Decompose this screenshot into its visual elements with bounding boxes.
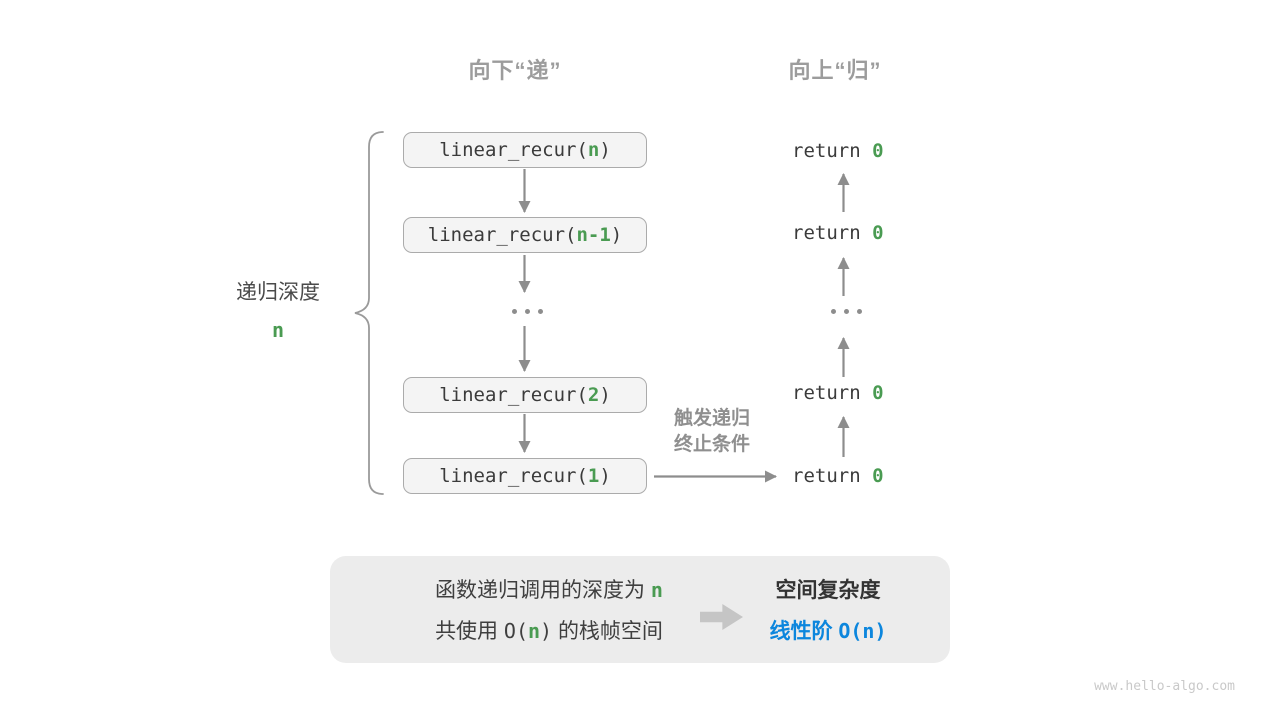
summary-big-o-value: n: [528, 619, 541, 643]
return-statement-4: return 0: [792, 464, 884, 488]
summary-line-1-value: n: [650, 578, 663, 602]
call-close-paren: ): [599, 384, 611, 406]
summary-explanation: 函数递归调用的深度为 n 共使用 O(n) 的栈帧空间: [379, 577, 719, 645]
call-close-paren: ): [610, 224, 623, 246]
return-statement-1: return 0: [792, 139, 884, 163]
dot-icon: [831, 309, 836, 314]
call-close-paren: ): [599, 139, 611, 161]
call-fn-name: linear_recur(: [439, 465, 588, 487]
dot-icon: [525, 309, 530, 314]
return-keyword: return: [792, 382, 873, 404]
summary-panel: [330, 556, 950, 663]
termination-line-1: 触发递归: [673, 408, 750, 429]
recursion-depth-text: 递归深度: [236, 281, 320, 304]
space-complexity-title: 空间复杂度: [775, 579, 881, 602]
call-fn-name: linear_recur(: [439, 384, 588, 406]
call-close-paren: ): [599, 465, 611, 487]
return-keyword: return: [792, 465, 873, 487]
watermark: www.hello-algo.com: [1094, 679, 1235, 694]
return-value: 0: [872, 465, 884, 487]
dot-icon: [512, 309, 517, 314]
return-value: 0: [872, 222, 884, 244]
header-recurse-down: 向下“递”: [468, 58, 562, 83]
return-statement-2: return 0: [792, 221, 884, 245]
ellipsis-returns: [831, 309, 862, 314]
recursion-depth-label: 递归深度 n: [220, 280, 336, 342]
return-value: 0: [872, 382, 884, 404]
call-fn-name: linear_recur(: [439, 139, 588, 161]
summary-line-1: 函数递归调用的深度为 n: [379, 577, 719, 604]
call-box-n: linear_recur(n): [403, 132, 647, 168]
return-value: 0: [872, 140, 884, 162]
call-box-n-1: linear_recur(n-1): [403, 217, 647, 253]
return-keyword: return: [792, 222, 873, 244]
call-arg: n: [587, 139, 600, 161]
call-arg: n-1: [576, 224, 611, 246]
ellipsis-calls: [512, 309, 543, 314]
summary-line-1-text: 函数递归调用的深度为: [435, 579, 646, 602]
call-box-2: linear_recur(2): [403, 377, 647, 413]
summary-line-2-text-a: 共使用: [435, 620, 499, 643]
summary-big-o-close: ): [540, 619, 553, 643]
summary-big-o-open: O(: [503, 619, 528, 643]
space-complexity-value: 线性阶 O(n): [728, 618, 928, 645]
complexity-big-o: O(n): [838, 619, 887, 643]
call-box-1: linear_recur(1): [403, 458, 647, 494]
dot-icon: [538, 309, 543, 314]
header-return-up: 向上“归”: [788, 58, 882, 83]
dot-icon: [844, 309, 849, 314]
summary-line-2: 共使用 O(n) 的栈帧空间: [379, 618, 719, 645]
summary-line-2-text-b: 的栈帧空间: [557, 620, 663, 643]
return-keyword: return: [792, 140, 873, 162]
call-arg: 1: [587, 465, 600, 487]
termination-line-2: 终止条件: [673, 434, 750, 455]
termination-condition-label: 触发递归 终止条件: [652, 406, 772, 458]
call-arg: 2: [587, 384, 600, 406]
depth-brace-icon: [354, 131, 384, 495]
recursion-depth-value: n: [271, 318, 285, 342]
complexity-order-text: 线性阶: [769, 620, 833, 643]
call-fn-name: linear_recur(: [427, 224, 577, 246]
summary-result: 空间复杂度 线性阶 O(n): [728, 577, 928, 645]
dot-icon: [857, 309, 862, 314]
return-statement-3: return 0: [792, 381, 884, 405]
